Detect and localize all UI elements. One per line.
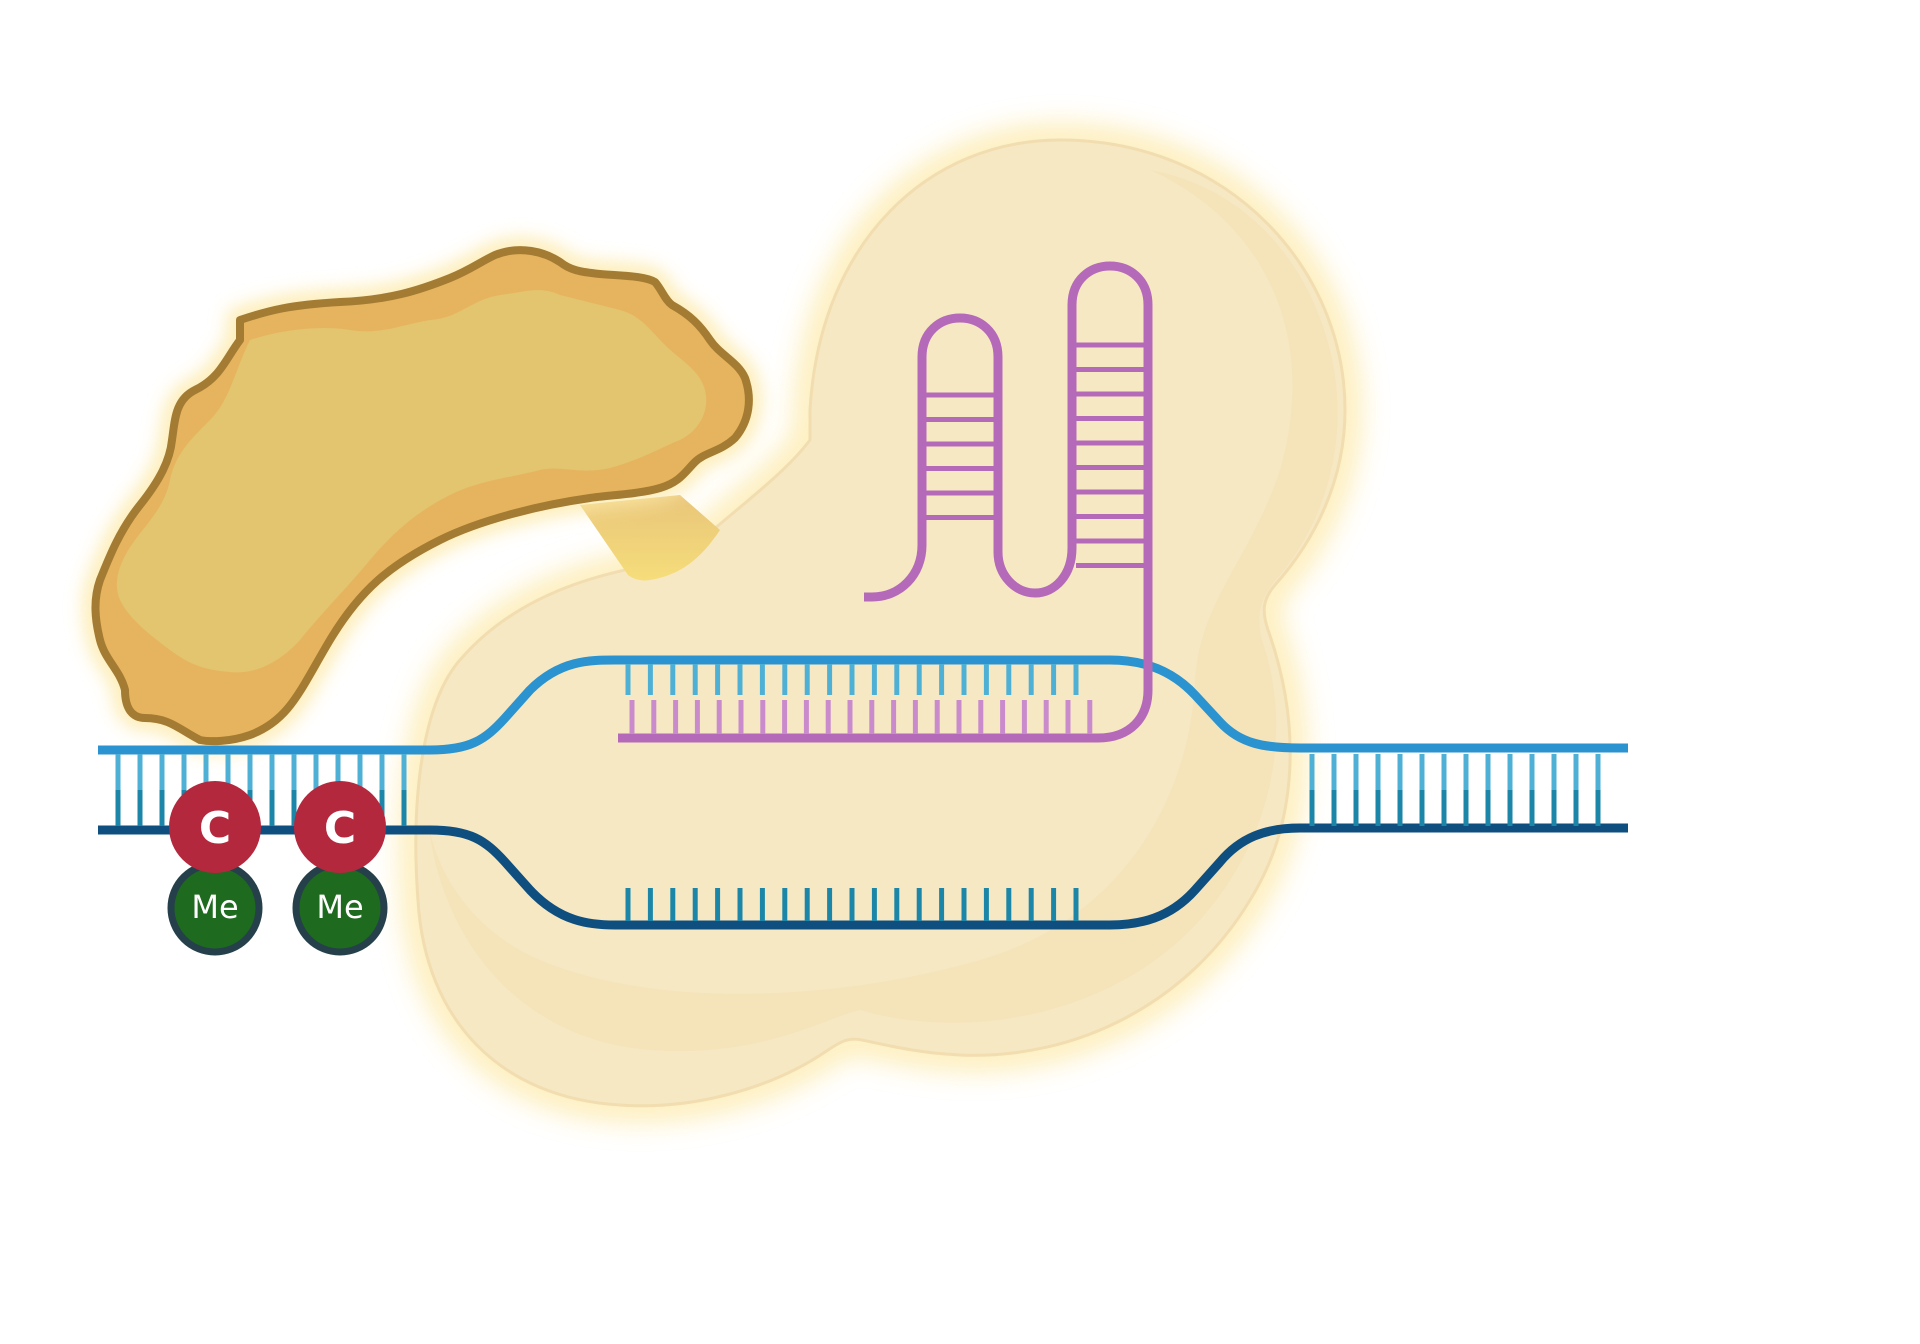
methyl-label: Me: [316, 888, 363, 926]
cytosine-base: [294, 781, 386, 873]
cytosine-base: [169, 781, 261, 873]
cytosine-label: C: [199, 803, 231, 854]
cas-protein-shading: [428, 170, 1338, 1052]
methylation-marks: Me C Me C: [167, 781, 388, 956]
effector-linker: [580, 495, 720, 581]
guide-rna: [618, 261, 1153, 743]
effector-enzyme: [82, 237, 762, 755]
cas-protein-body: [414, 138, 1347, 1108]
cas-protein: [400, 124, 1361, 1121]
methylated-cytosine-2: Me C: [292, 781, 388, 956]
guide-rna-backbone: [618, 261, 1153, 743]
dna-top-strand: [98, 655, 1628, 755]
dna-bottom-strand: [98, 823, 1628, 930]
effector-texture: [116, 290, 707, 673]
cytosine-label: C: [324, 803, 356, 854]
methyl-label: Me: [191, 888, 238, 926]
methylated-cytosine-1: Me C: [167, 781, 263, 956]
